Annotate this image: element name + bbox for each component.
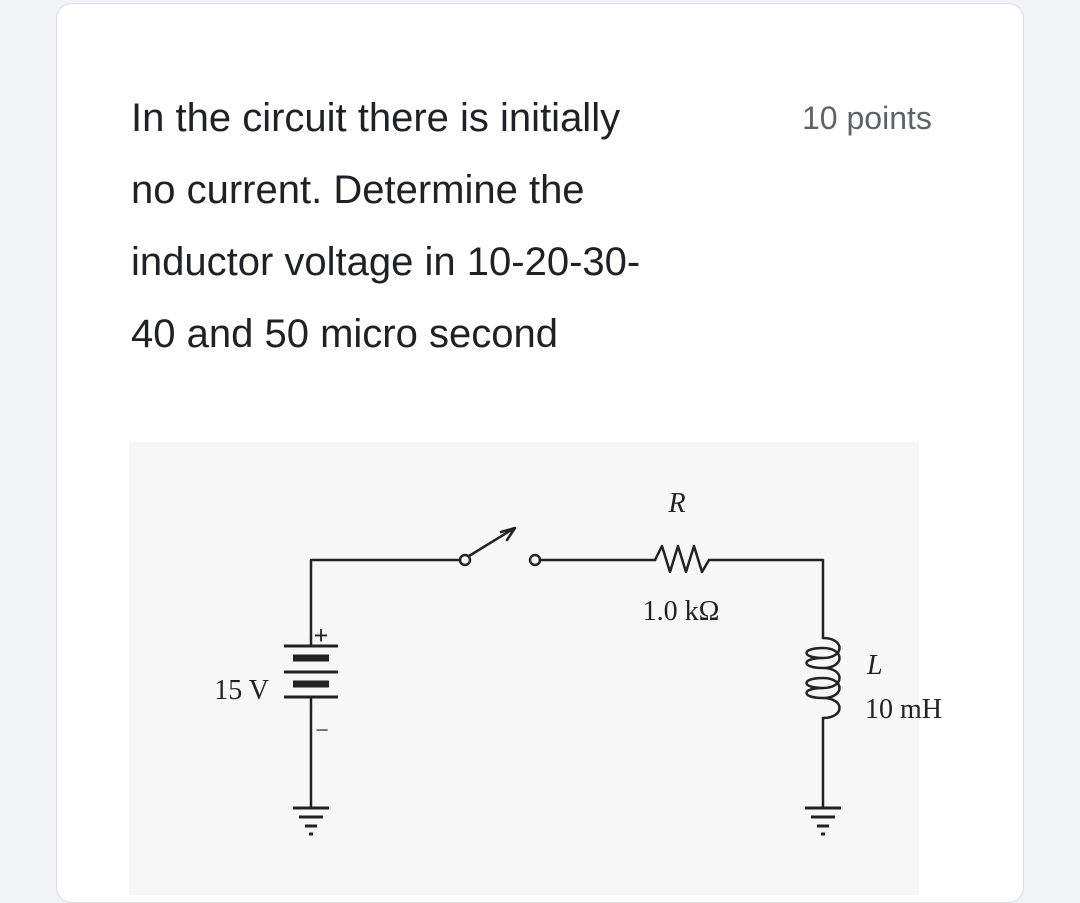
inductor-symbol (805, 636, 841, 720)
question-title-line-2: no current. Determine the (131, 168, 585, 212)
source-value-label: 15 V (214, 675, 269, 706)
inductor-value-label: 10 mH (865, 694, 942, 725)
circuit-image: R 1.0 kΩ + 15 V − L 10 mH (129, 442, 942, 895)
source-plus-label: + (314, 621, 329, 650)
resistor-symbol (653, 544, 711, 574)
switch-left-terminal (458, 553, 472, 567)
ground-symbol-left (293, 806, 329, 836)
switch-arrow (499, 526, 517, 542)
battery-symbol (284, 638, 338, 707)
question-title-line-4: 40 and 50 micro second (131, 312, 558, 356)
switch-right-terminal (528, 553, 542, 567)
source-minus-label: − (315, 718, 329, 744)
question-card: In the circuit there is initially no cur… (56, 3, 1024, 903)
ground-symbol-right (805, 806, 841, 836)
resistor-symbol-label: R (667, 488, 685, 519)
question-title-line-1: In the circuit there is initially (131, 96, 621, 140)
wire-top-left (309, 558, 461, 640)
question-title-line-3: inductor voltage in 10-20-30- (131, 240, 641, 284)
switch-blade (467, 527, 515, 558)
points-label: 10 points (802, 100, 932, 136)
question-title: In the circuit there is initially no cur… (131, 82, 791, 370)
circuit-diagram: R 1.0 kΩ + 15 V − L 10 mH (214, 488, 942, 836)
inductor-symbol-label: L (866, 650, 883, 681)
resistor-value-label: 1.0 kΩ (643, 596, 720, 627)
wire-resistor-inductor (707, 558, 825, 640)
